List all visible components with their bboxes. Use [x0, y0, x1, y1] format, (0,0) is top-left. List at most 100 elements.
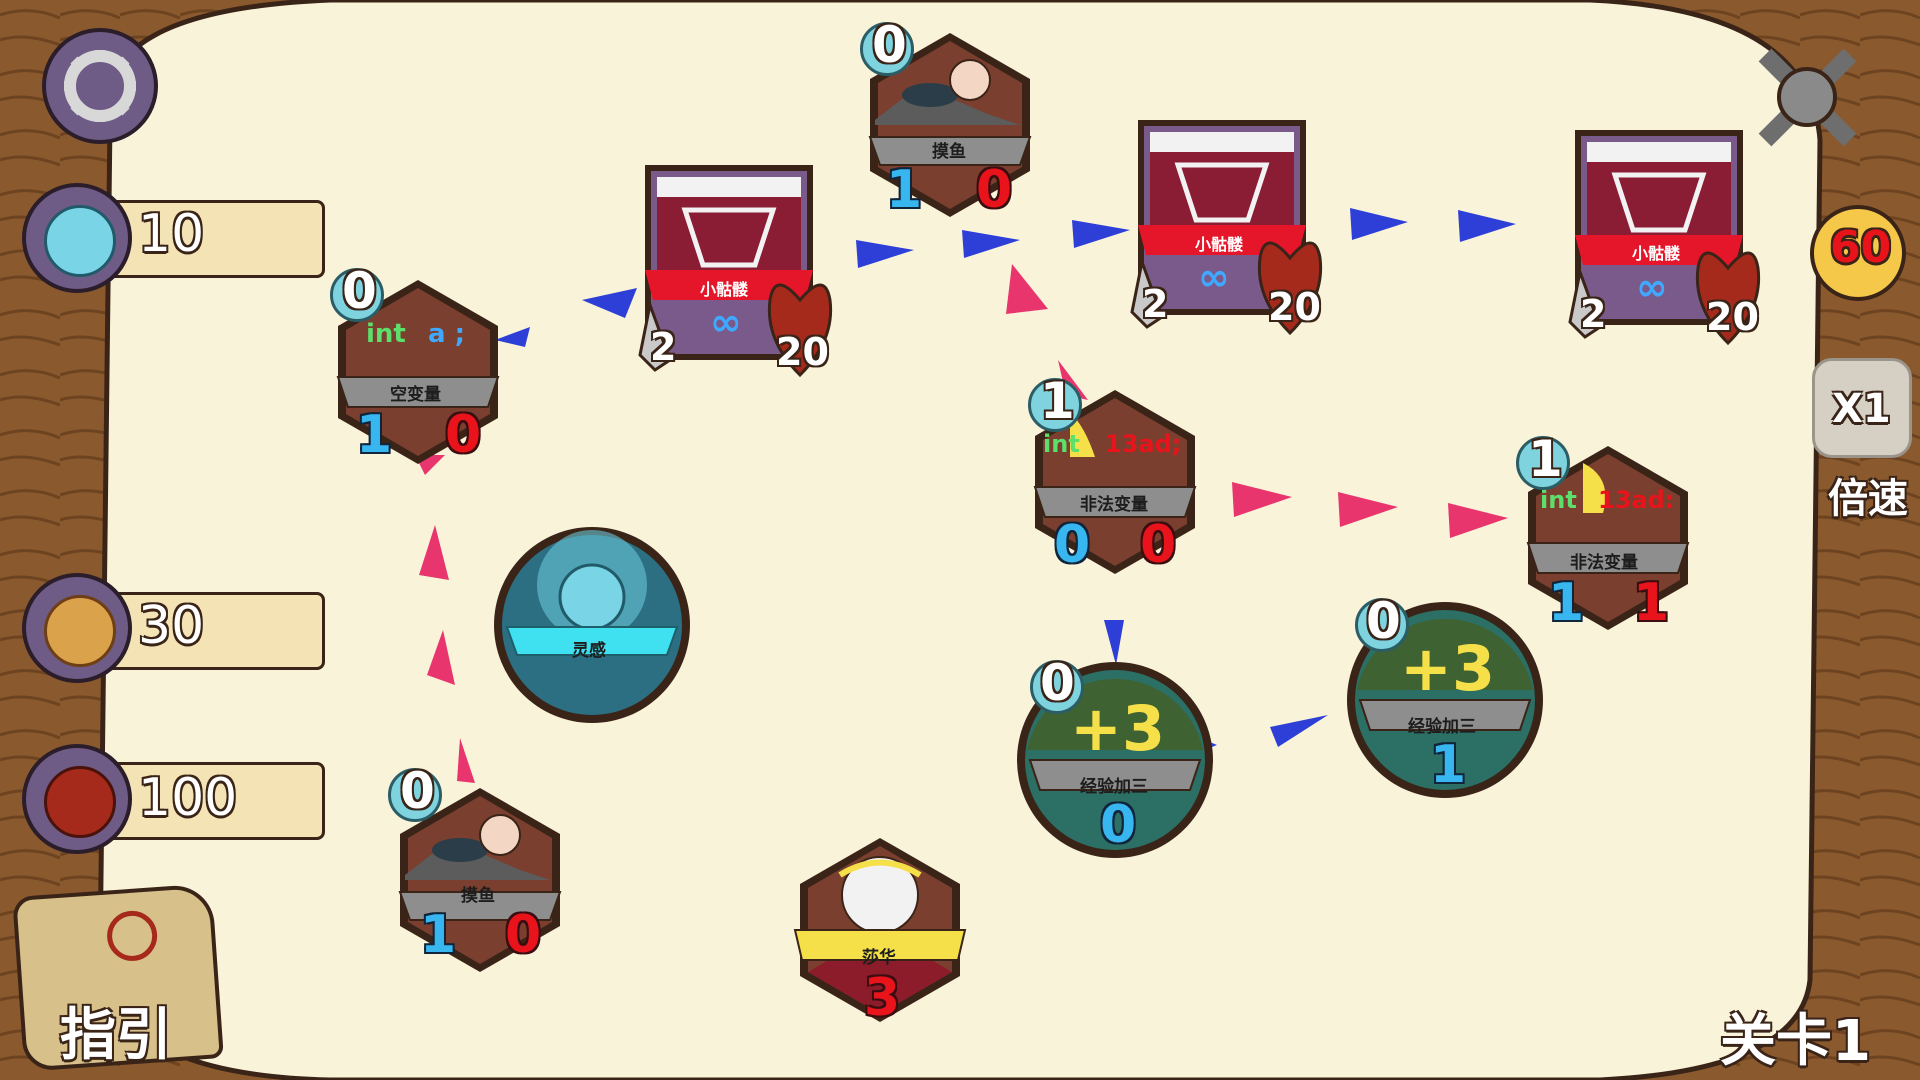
lightbulb-icon	[22, 183, 132, 293]
money-value: 30	[138, 596, 205, 656]
bonus-value: +3	[1070, 692, 1166, 765]
enemy-attack: 2	[1142, 282, 1169, 326]
health-value: 100	[138, 768, 238, 828]
node-slack-off-bottom[interactable]	[398, 788, 562, 972]
node-label: 空变量	[390, 385, 441, 405]
level-value: 0	[342, 262, 377, 320]
resource-money	[95, 592, 325, 672]
node-red-value: 0	[1140, 515, 1177, 575]
inspiration-value: 10	[138, 204, 205, 264]
skull-icon	[1611, 172, 1707, 233]
skull-icon	[1174, 162, 1270, 223]
timer-value: 60	[1830, 222, 1892, 273]
enemy-hp: 20	[1706, 295, 1759, 339]
svg-text:13ad;: 13ad;	[1105, 430, 1181, 458]
sword-icon	[1130, 256, 1164, 329]
node-blue-value: 1	[420, 905, 457, 965]
enemy-hp: 20	[1268, 285, 1321, 329]
code-snippet: int	[366, 319, 406, 349]
player-value: 3	[864, 968, 901, 1028]
level-value: 0	[872, 16, 907, 74]
node-exp-plus-three-2[interactable]	[1347, 602, 1543, 798]
heart-icon	[22, 744, 132, 854]
level-label: 关卡1	[1720, 1009, 1871, 1074]
settings-button[interactable]	[42, 28, 158, 144]
level-badge	[1355, 598, 1409, 652]
node-label: 经验加三	[1408, 717, 1476, 737]
enemy-hp: 20	[776, 330, 829, 374]
level-value: 0	[400, 762, 435, 820]
enemy-attack: 2	[1580, 292, 1607, 336]
node-empty-variable[interactable]: int a ;	[336, 280, 500, 464]
node-illegal-variable-1[interactable]: int 13ad;	[1033, 390, 1197, 574]
enemy-skeleton-2[interactable]	[1138, 120, 1306, 315]
fish-icon	[902, 83, 958, 107]
node-value: 0	[1100, 795, 1137, 855]
node-illegal-variable-2[interactable]: int 13ad:	[1526, 446, 1690, 630]
crossed-swords-icon	[1758, 48, 1857, 147]
node-red-value: 1	[1633, 573, 1670, 633]
speed-value: X1	[1832, 386, 1891, 432]
level-badge	[1030, 660, 1084, 714]
level-badge	[860, 22, 914, 76]
enemy-label: 小骷髅	[1195, 235, 1244, 254]
lightbulb-icon	[558, 563, 626, 631]
enemy-stamina: ∞	[1636, 265, 1668, 309]
level-value: 1	[1528, 430, 1563, 488]
level-value: 0	[1040, 654, 1075, 712]
level-badge	[330, 268, 384, 322]
node-label: 莎华	[862, 948, 896, 968]
guide-label: 指引	[60, 1003, 172, 1068]
node-label: 经验加三	[1080, 777, 1148, 797]
money-bag-icon	[22, 573, 132, 683]
node-player-shahua[interactable]	[793, 838, 967, 1022]
cat-icon	[479, 814, 521, 856]
node-red-value: 0	[976, 160, 1013, 220]
sword-icon	[1568, 266, 1602, 339]
heart-icon	[1257, 241, 1323, 336]
svg-text:int: int	[1540, 486, 1577, 514]
enemy-attack: 2	[650, 325, 677, 369]
skull-icon	[681, 207, 777, 268]
speed-label: 倍速	[1828, 476, 1908, 522]
node-label: 摸鱼	[461, 886, 495, 906]
node-label: 灵感	[572, 641, 606, 661]
cat-icon	[949, 59, 991, 101]
node-value: 1	[1430, 735, 1467, 795]
enemy-label: 小骷髅	[700, 280, 749, 299]
map-icon	[105, 909, 159, 963]
node-slack-off-top[interactable]	[868, 33, 1032, 217]
path-arrow	[582, 288, 637, 318]
node-blue-value: 1	[886, 160, 923, 220]
level-value: 1	[1040, 372, 1075, 430]
fish-icon	[432, 838, 488, 862]
resource-health	[95, 762, 325, 842]
node-red-value: 0	[505, 905, 542, 965]
node-inspiration-orb[interactable]	[494, 527, 690, 723]
svg-text:13ad:: 13ad:	[1598, 486, 1674, 514]
bonus-value: +3	[1400, 632, 1496, 705]
level-badge	[388, 768, 442, 822]
speed-button[interactable]	[1812, 358, 1912, 458]
enemy-label: 小骷髅	[1632, 244, 1681, 263]
sword-icon	[638, 299, 672, 372]
svg-text:a ;: a ;	[428, 319, 465, 349]
node-label: 非法变量	[1080, 495, 1148, 515]
node-blue-value: 0	[1054, 515, 1091, 575]
level-badge	[1028, 378, 1082, 432]
enemy-stamina: ∞	[710, 300, 742, 344]
node-label: 非法变量	[1570, 553, 1638, 573]
level-badge	[1516, 436, 1570, 490]
battle-button[interactable]	[1745, 35, 1870, 160]
level-value: 0	[1366, 592, 1401, 650]
enemy-stamina: ∞	[1198, 255, 1230, 299]
node-red-value: 0	[445, 405, 482, 465]
node-blue-value: 1	[356, 405, 393, 465]
heart-icon	[767, 283, 833, 378]
node-label: 摸鱼	[932, 142, 966, 162]
gear-icon	[64, 50, 136, 122]
svg-text:int: int	[1043, 430, 1080, 458]
